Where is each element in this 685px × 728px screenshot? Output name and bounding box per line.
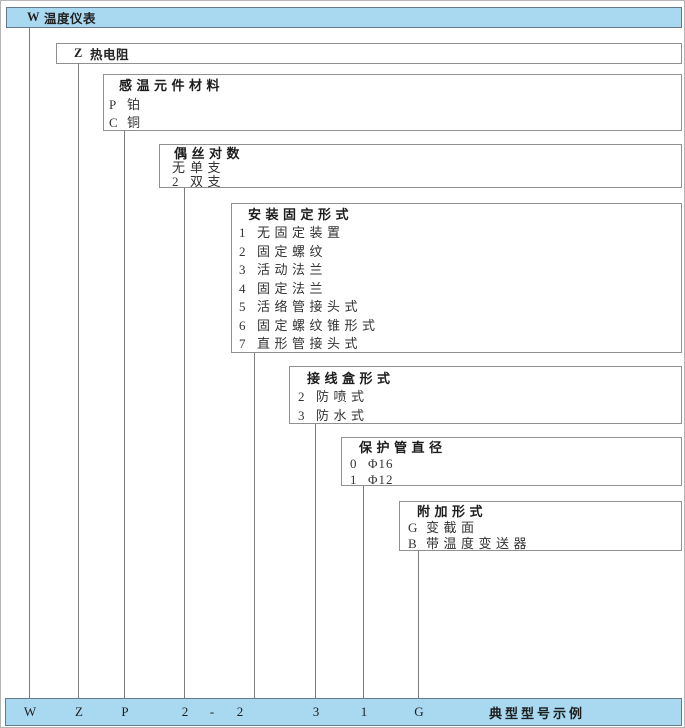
option-code: 2: [172, 174, 179, 189]
option-label: 防喷式: [316, 389, 369, 404]
option-row: 6 固定螺纹锥形式: [232, 317, 681, 336]
option-code: P: [109, 97, 117, 112]
option-label: 铜: [127, 115, 145, 130]
option-label: 固定法兰: [257, 280, 328, 296]
connector-line-p: [124, 131, 125, 698]
option-code: 4: [239, 280, 246, 296]
series-label: 热电阻: [90, 48, 130, 62]
box-protection-tube-diameter: 保护管直径 0 Φ16 1 Φ12: [341, 437, 682, 488]
option-code: 2: [298, 389, 305, 404]
box-additional-type-title: 附加形式: [417, 504, 488, 519]
option-code: 7: [239, 336, 246, 351]
option-label: 固定螺纹: [257, 243, 328, 259]
example-model-caption: 典型型号示例: [489, 705, 586, 721]
box-mounting-type-title: 安装固定形式: [248, 207, 354, 222]
option-code: 2: [239, 243, 246, 259]
example-code-w: W: [23, 704, 37, 719]
option-row: B 带温度变送器: [400, 536, 681, 552]
box-wire-pairs-title: 偶丝对数: [174, 146, 245, 161]
example-code-dash: -: [209, 704, 215, 719]
box-additional-type: 附加形式 G 变截面 B 带温度变送器: [399, 501, 682, 551]
connector-line-mounting: [254, 353, 255, 698]
example-code-pairs: 2: [181, 704, 189, 719]
box-wire-pairs: 偶丝对数 无单支 2 双支: [159, 144, 682, 189]
option-row: 0 Φ16: [342, 456, 681, 472]
option-label: 双支: [190, 174, 226, 189]
option-label: Φ16: [368, 456, 394, 471]
option-code: G: [408, 520, 418, 535]
option-label: 变截面: [426, 520, 479, 535]
option-label: 带温度变送器: [426, 536, 532, 551]
connector-line-z: [78, 63, 79, 698]
option-row: 2 固定螺纹: [232, 243, 681, 262]
option-row: G 变截面: [400, 520, 681, 536]
option-code: 无: [172, 160, 186, 175]
series-code: Z: [74, 46, 83, 60]
option-code: C: [109, 115, 118, 130]
top-level-label: 温度仪表: [44, 12, 97, 26]
option-code: B: [408, 536, 417, 551]
option-label: 固定螺纹锥形式: [257, 317, 380, 333]
option-label: 直形管接头式: [257, 336, 363, 351]
option-label: 单支: [190, 160, 226, 175]
option-row: 5 活络管接头式: [232, 298, 681, 317]
option-row: 1 无固定装置: [232, 224, 681, 243]
option-row: 1 Φ12: [342, 472, 681, 488]
option-code: 6: [239, 317, 246, 333]
box-sensing-material-title: 感温元件材料: [119, 78, 225, 93]
box-protection-tube-diameter-title: 保护管直径: [359, 440, 447, 455]
connector-line-pairs: [184, 188, 185, 698]
option-code: 3: [298, 407, 305, 423]
box-junction-box-type: 接线盒形式 2 防喷式 3 防水式: [289, 366, 682, 424]
top-level-code: W: [27, 10, 40, 24]
box-junction-box-type-title: 接线盒形式: [307, 371, 395, 386]
option-code: 1: [350, 471, 357, 487]
option-code: 0: [350, 456, 357, 471]
option-label: 活络管接头式: [257, 299, 363, 314]
option-label: 铂: [127, 97, 145, 112]
option-code: 5: [239, 299, 246, 314]
series-bar: Z 热电阻: [56, 43, 682, 64]
option-code: 3: [239, 262, 246, 277]
connector-line-w: [29, 28, 30, 698]
option-row: 3 防水式: [290, 407, 681, 426]
example-code-z: Z: [75, 704, 83, 719]
option-label: Φ12: [368, 471, 394, 487]
connector-line-additional: [418, 551, 419, 698]
example-code-mounting: 2: [236, 704, 244, 719]
option-row: 2 双支: [160, 175, 681, 189]
option-row: 3 活动法兰: [232, 261, 681, 280]
option-row: 7 直形管接头式: [232, 335, 681, 354]
option-row: 4 固定法兰: [232, 280, 681, 299]
example-code-additional: G: [414, 704, 424, 719]
example-code-diameter: 1: [360, 704, 368, 719]
option-label: 防水式: [316, 407, 369, 423]
connector-line-junction: [315, 424, 316, 698]
option-code: 1: [239, 225, 246, 240]
example-code-junction: 3: [312, 704, 320, 719]
top-level-bar: W 温度仪表: [6, 7, 682, 28]
option-row: 无单支: [160, 161, 681, 175]
option-label: 无固定装置: [257, 225, 345, 240]
connector-line-diameter: [363, 486, 364, 698]
option-label: 活动法兰: [257, 262, 328, 277]
option-row: 2 防喷式: [290, 388, 681, 407]
example-code-p: P: [121, 704, 129, 719]
example-model-bar: W Z P 2 - 2 3 1 G 典型型号示例: [5, 698, 682, 726]
